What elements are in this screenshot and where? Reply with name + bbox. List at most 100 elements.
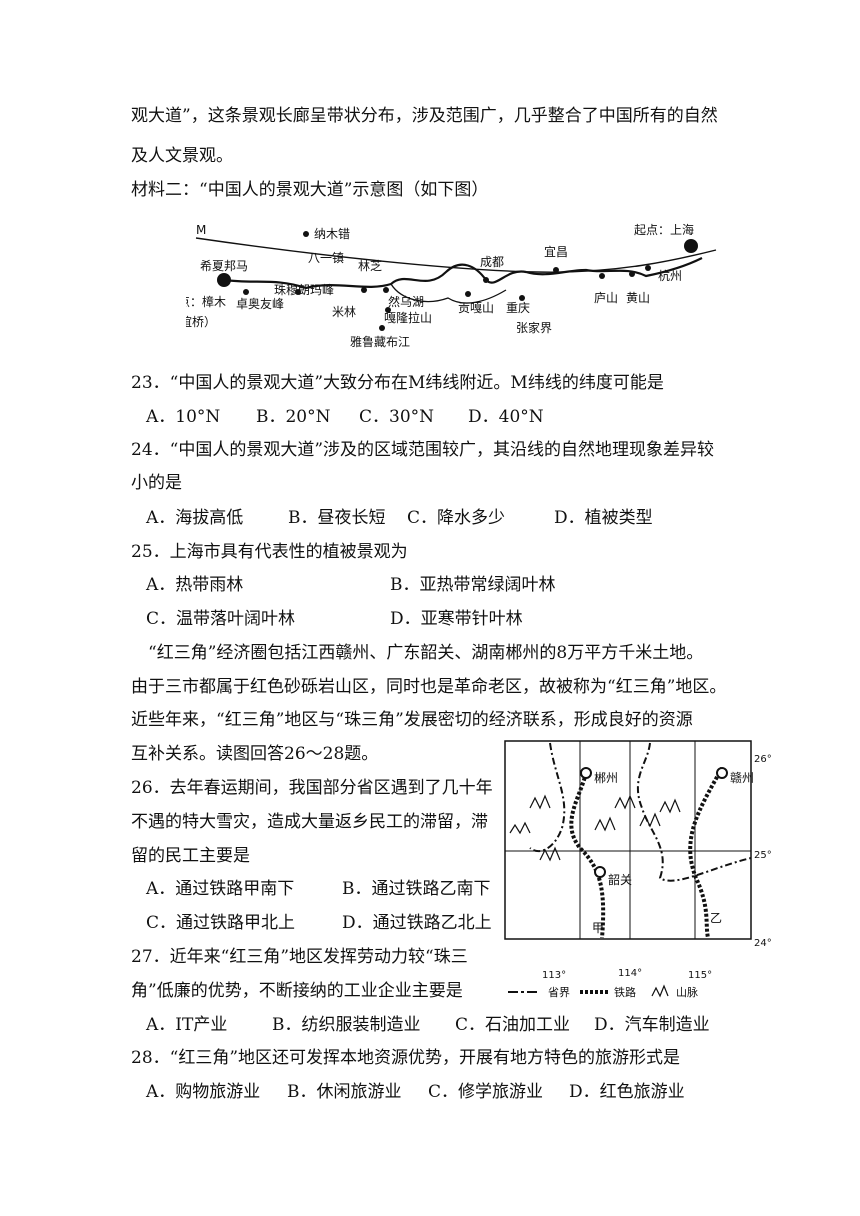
ganzhou-marker bbox=[716, 767, 728, 779]
yichang-label: 宜昌 bbox=[544, 244, 568, 259]
q23-option-d: D．40°N bbox=[468, 407, 544, 427]
bayizhen-label: 八一镇 bbox=[308, 251, 344, 265]
q23-option-b: B．20°N bbox=[256, 407, 331, 427]
gongga-label: 贡嘎山 bbox=[458, 301, 494, 315]
milin-label: 米林 bbox=[332, 305, 356, 319]
chenzhou-marker bbox=[580, 767, 592, 779]
q25-option-b: B．亚热带常绿阔叶林 bbox=[390, 575, 556, 595]
friendship-bridge-label: （友谊桥） bbox=[186, 314, 216, 329]
gongga-dot bbox=[465, 291, 471, 297]
q27-option-d: D．汽车制造业 bbox=[594, 1015, 710, 1035]
lon-114-label: 114° bbox=[618, 968, 642, 979]
hangzhou-label: 杭州 bbox=[658, 268, 682, 283]
end-point-marker bbox=[217, 273, 231, 287]
q28-option-a: A．购物旅游业 bbox=[146, 1082, 261, 1102]
end-label: 终点：樟木 bbox=[186, 294, 226, 309]
shaoguan-marker bbox=[594, 866, 606, 878]
intro-line-2: 及人文景观。 bbox=[131, 146, 233, 166]
chengdu-label: 成都 bbox=[480, 255, 504, 269]
legend-railway-label: 铁路 bbox=[614, 986, 636, 999]
zhuoaoyou-dot bbox=[243, 289, 249, 295]
ranwu-label: 然乌湖 bbox=[388, 294, 424, 309]
zhangjiajie-dot bbox=[519, 295, 525, 301]
red-triangle-map: 郴州 赣州 韶关 甲 乙 26° 25° 24° 113° 114° 115° … bbox=[504, 740, 772, 999]
lon-113-label: 113° bbox=[542, 970, 566, 981]
q25-stem: 25．上海市具有代表性的植被景观为 bbox=[131, 542, 408, 562]
q23-option-c: C．30°N bbox=[359, 407, 435, 427]
q24-option-a: A．海拔高低 bbox=[146, 508, 244, 528]
chenzhou-label: 郴州 bbox=[594, 771, 618, 785]
q23-stem: 23．“中国人的景观大道”大致分布在M纬线附近。M纬线的纬度可能是 bbox=[131, 373, 664, 393]
rail-jia-label: 甲 bbox=[592, 921, 604, 935]
material-two-heading: 材料二：“中国人的景观大道”示意图（如下图） bbox=[131, 180, 489, 200]
legend-mountain-label: 山脉 bbox=[676, 985, 698, 999]
zhuoaoyou-label: 卓奥友峰 bbox=[236, 297, 284, 311]
q26-option-b: B．通过铁路乙南下 bbox=[342, 879, 491, 899]
passage2-line-3: 近些年来，“红三角”地区与“珠三角”发展密切的经济联系，形成良好的资源 bbox=[131, 710, 693, 730]
yichang-dot bbox=[553, 267, 559, 273]
q26-stem-2: 不遇的特大雪灾，造成大量返乡民工的滞留，滞 bbox=[131, 812, 488, 832]
q24-stem-2: 小的是 bbox=[131, 473, 182, 493]
route-line bbox=[223, 257, 703, 290]
milin-dot bbox=[383, 287, 389, 293]
chongqing-label: 重庆 bbox=[506, 301, 530, 315]
huangshan-dot bbox=[629, 271, 635, 277]
intro-line-1: 观大道”，这条景观长廊呈带状分布，涉及范围广，几乎整合了中国所有的自然 bbox=[131, 106, 718, 126]
mountain-icons bbox=[509, 794, 681, 862]
galongla-label: 嘎隆拉山 bbox=[384, 310, 432, 325]
q25-option-a: A．热带雨林 bbox=[146, 575, 244, 595]
bayi-dot bbox=[361, 287, 367, 293]
lat-24-label: 24° bbox=[754, 938, 772, 949]
chengdu-dot bbox=[483, 277, 489, 283]
shaoguan-label: 韶关 bbox=[608, 872, 632, 887]
q27-option-a: A．IT产业 bbox=[146, 1015, 228, 1035]
q25-option-c: C．温带落叶阔叶林 bbox=[146, 609, 296, 629]
q24-option-d: D．植被类型 bbox=[554, 508, 653, 528]
q27-stem-2: 角”低廉的优势，不断接纳的工业企业主要是 bbox=[131, 981, 463, 1001]
q26-option-a: A．通过铁路甲南下 bbox=[146, 879, 295, 899]
yarlung-label: 雅鲁藏布江 bbox=[350, 334, 410, 349]
start-label: 起点：上海 bbox=[634, 222, 694, 237]
zhumulangma-label: 珠穆朗玛峰 bbox=[274, 282, 334, 297]
q28-stem: 28．“红三角”地区还可发挥本地资源优势，开展有地方特色的旅游形式是 bbox=[131, 1048, 681, 1068]
yarlung-dot bbox=[379, 325, 385, 331]
q27-stem-1: 27．近年来“红三角”地区发挥劳动力较“珠三 bbox=[131, 947, 468, 967]
map-frame bbox=[504, 740, 752, 940]
hangzhou-dot bbox=[645, 265, 651, 271]
start-point-marker bbox=[684, 239, 698, 253]
railway-yi bbox=[688, 767, 724, 939]
q26-stem-3: 留的民工主要是 bbox=[131, 846, 250, 866]
landscape-avenue-map: M 纳木错 希夏邦马 八一镇 林芝 成都 宜昌 起点：上海 杭州 珠穆朗玛峰 卓… bbox=[186, 222, 717, 349]
q26-option-d: D．通过铁路乙北上 bbox=[342, 913, 492, 933]
lushan-dot bbox=[599, 273, 605, 279]
q27-option-c: C．石油加工业 bbox=[455, 1015, 571, 1035]
namucuo-dot bbox=[303, 231, 309, 237]
q27-option-b: B．纺织服装制造业 bbox=[272, 1015, 421, 1035]
lat-26-label: 26° bbox=[754, 754, 772, 765]
province-border-2 bbox=[636, 742, 752, 882]
namucuo-label: 纳木错 bbox=[314, 227, 350, 241]
legend-mountain-symbol bbox=[651, 984, 669, 998]
passage2-line-2: 由于三市都属于红色砂砾岩山区，同时也是革命老区，故被称为“红三角”地区。 bbox=[131, 677, 727, 697]
legend-province-label: 省界 bbox=[548, 986, 570, 999]
linzhi-label: 林芝 bbox=[358, 258, 382, 273]
lushan-label: 庐山 bbox=[594, 290, 618, 305]
q28-option-d: D．红色旅游业 bbox=[569, 1082, 685, 1102]
q26-stem-1: 26．去年春运期间，我国部分省区遇到了几十年 bbox=[131, 778, 493, 798]
q26-option-c: C．通过铁路甲北上 bbox=[146, 913, 296, 933]
m-label: M bbox=[196, 223, 206, 237]
xixiabangma-label: 希夏邦马 bbox=[200, 258, 248, 273]
railway-jia bbox=[569, 772, 606, 939]
q28-option-c: C．修学旅游业 bbox=[428, 1082, 544, 1102]
ganzhou-label: 赣州 bbox=[730, 771, 754, 785]
passage2-line-4: 互补关系。读图回答26～28题。 bbox=[131, 744, 379, 764]
q23-option-a: A．10°N bbox=[146, 407, 221, 427]
huangshan-label: 黄山 bbox=[626, 291, 650, 305]
province-border-1 bbox=[529, 742, 566, 853]
branch-line bbox=[390, 283, 507, 304]
lat-25-label: 25° bbox=[754, 850, 772, 861]
passage2-line-1: “红三角”经济圈包括江西赣州、广东韶关、湖南郴州的8万平方千米土地。 bbox=[148, 643, 704, 663]
q24-stem-1: 24．“中国人的景观大道”涉及的区域范围较广，其沿线的自然地理现象差异较 bbox=[131, 440, 715, 460]
zhangjiajie-label: 张家界 bbox=[516, 320, 552, 335]
q24-option-c: C．降水多少 bbox=[407, 508, 506, 528]
